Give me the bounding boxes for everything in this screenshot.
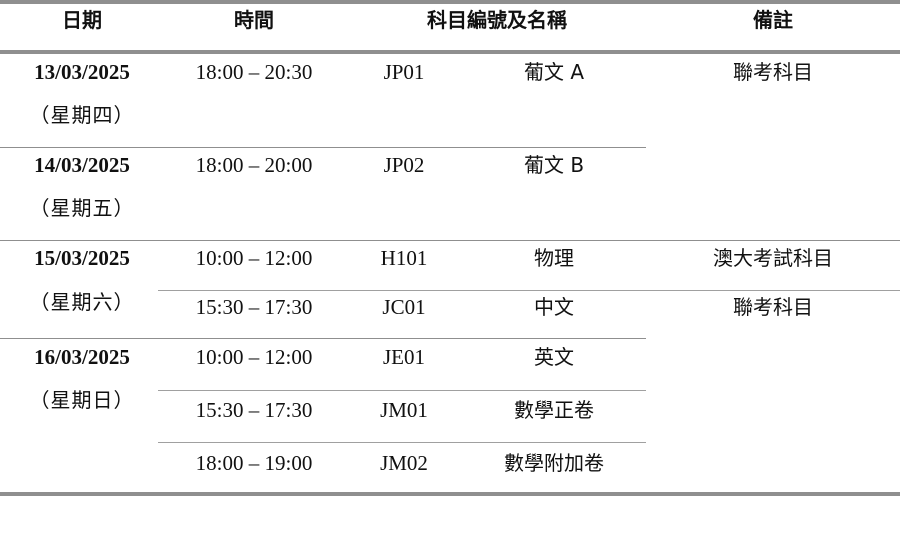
subject-name: 葡文 B: [523, 153, 585, 177]
session-time: 10:00 – 12:00: [195, 345, 313, 369]
subject-code: JP01: [383, 60, 425, 84]
session-separator: [158, 442, 646, 443]
table-bottom-rule: [0, 492, 900, 496]
subject-code: JE01: [383, 345, 425, 369]
header-remarks: 備註: [753, 8, 793, 32]
remark: 聯考科目: [733, 295, 813, 319]
session-separator: [158, 290, 900, 291]
day-date: 14/03/2025: [34, 153, 130, 177]
header-bottom-rule: [0, 50, 900, 54]
session-separator: [158, 390, 646, 391]
remark: 聯考科目: [733, 60, 813, 84]
header-time: 時間: [234, 8, 274, 32]
subject-code: JM02: [380, 451, 428, 475]
day-date: 13/03/2025: [34, 60, 130, 84]
subject-code: JP02: [383, 153, 425, 177]
subject-name: 數學附加卷: [504, 451, 604, 475]
day-weekday: （星期五）: [29, 196, 135, 220]
day-weekday: （星期六）: [29, 290, 135, 314]
subject-name: 數學正卷: [514, 398, 594, 422]
subject-name: 葡文 A: [523, 60, 585, 84]
subject-name: 物理: [534, 246, 574, 270]
day-separator: [0, 338, 646, 339]
session-time: 18:00 – 20:30: [195, 60, 313, 84]
header-subject: 科目編號及名稱: [427, 8, 567, 32]
session-time: 10:00 – 12:00: [195, 246, 313, 270]
table-top-rule: [0, 0, 900, 4]
day-date: 15/03/2025: [34, 246, 130, 270]
session-time: 15:30 – 17:30: [195, 398, 313, 422]
day-weekday: （星期日）: [29, 388, 135, 412]
remark: 澳大考試科目: [713, 246, 833, 270]
session-time: 18:00 – 20:00: [195, 153, 313, 177]
subject-name: 英文: [534, 345, 574, 369]
day-date: 16/03/2025: [34, 345, 130, 369]
session-time: 15:30 – 17:30: [195, 295, 313, 319]
day-weekday: （星期四）: [29, 103, 135, 127]
subject-name: 中文: [534, 295, 574, 319]
subject-code: H101: [380, 246, 428, 270]
header-date: 日期: [62, 8, 102, 32]
subject-code: JC01: [382, 295, 426, 319]
subject-code: JM01: [380, 398, 428, 422]
day-separator: [0, 240, 900, 241]
session-time: 18:00 – 19:00: [195, 451, 313, 475]
day-separator: [0, 147, 646, 148]
